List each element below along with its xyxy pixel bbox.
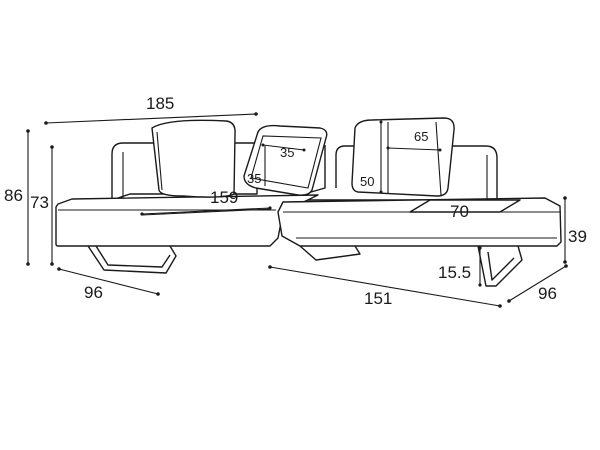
label-seat-back-height: 73 bbox=[30, 193, 49, 212]
label-left-seat-length: 159 bbox=[210, 188, 238, 207]
cushion-width-line bbox=[387, 147, 441, 151]
label-total-width: 185 bbox=[146, 94, 174, 113]
label-pillow-height: 35 bbox=[247, 171, 261, 186]
label-chaise-depth: 96 bbox=[538, 284, 557, 303]
label-leg-height: 15.5 bbox=[438, 263, 471, 282]
left-seat-length-line bbox=[141, 207, 271, 215]
dimension-lines bbox=[26, 112, 568, 308]
large-left-cushion bbox=[151, 119, 236, 198]
dimension-labels: 185 86 73 96 159 35 35 65 50 70 39 15.5 … bbox=[4, 94, 587, 308]
sofa-outline bbox=[55, 117, 562, 287]
chaise-seat bbox=[277, 197, 562, 247]
label-table-width: 70 bbox=[450, 202, 469, 221]
label-cushion-width: 65 bbox=[414, 129, 428, 144]
label-pillow-width: 35 bbox=[280, 145, 294, 160]
left-seat-groove bbox=[141, 208, 271, 216]
left-leg bbox=[87, 245, 177, 274]
chaise-length-line bbox=[269, 266, 501, 307]
left-depth-line bbox=[58, 268, 159, 295]
left-leg-inner bbox=[95, 245, 171, 268]
middle-leg bbox=[299, 245, 361, 261]
total-width-line bbox=[45, 113, 257, 124]
label-left-depth: 96 bbox=[84, 283, 103, 302]
label-back-height: 86 bbox=[4, 186, 23, 205]
right-leg-inner bbox=[487, 251, 515, 281]
pillow-width-line bbox=[262, 144, 305, 151]
large-right-cushion bbox=[351, 117, 455, 197]
label-seat-height: 39 bbox=[568, 227, 587, 246]
left-seat-platform bbox=[55, 194, 319, 247]
right-leg bbox=[477, 245, 523, 287]
chaise-depth-line bbox=[508, 265, 567, 302]
label-chaise-length: 151 bbox=[364, 289, 392, 308]
small-pillow-border bbox=[250, 135, 322, 189]
right-cushion-edge bbox=[435, 121, 442, 196]
label-cushion-height: 50 bbox=[360, 174, 374, 189]
cushion-seam-left bbox=[156, 131, 163, 191]
